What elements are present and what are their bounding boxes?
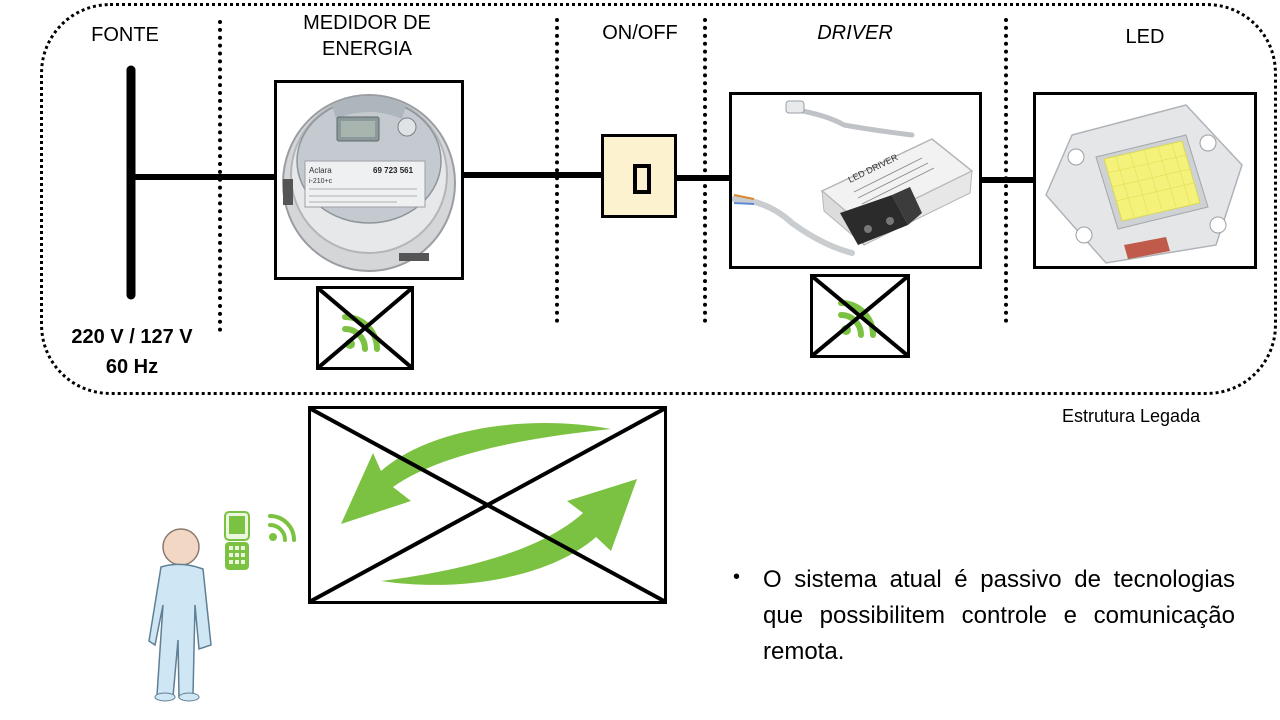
- wiring: [126, 65, 1035, 300]
- wifi-icon: [811, 275, 909, 357]
- meter-wireless-disabled: [316, 286, 414, 370]
- frequency-value: 60 Hz: [105, 356, 159, 378]
- voltage-value: 220 V / 127 V: [71, 326, 193, 348]
- led-image: [1033, 92, 1257, 269]
- person-icon: [148, 528, 212, 702]
- remote-communication-disabled: [308, 406, 667, 604]
- meter-serial: 69 723 561: [373, 166, 414, 175]
- divider-medidor-onoff: [555, 18, 559, 323]
- system-boundary-frame: [40, 3, 1277, 395]
- divider-driver-led: [1004, 18, 1008, 323]
- sync-arrows-icon: [310, 407, 665, 603]
- wifi-icon: [317, 287, 413, 369]
- bullet-marker: •: [733, 566, 741, 588]
- diagram-caption: Estrutura Legada: [1062, 406, 1201, 426]
- meter-brand: Aclara: [309, 166, 332, 175]
- header-medidor: MEDIDOR DE ENERGIA: [303, 12, 431, 60]
- wifi-icon: [268, 514, 296, 542]
- meter-model: i-210+c: [309, 178, 333, 185]
- header-onoff: ON/OFF: [602, 22, 678, 44]
- switch-icon: [601, 134, 677, 218]
- driver-illustration: LED DRIVER: [732, 100, 974, 256]
- switch-lever: [633, 164, 651, 194]
- header-driver: DRIVER: [817, 22, 893, 44]
- meter-illustration: Aclara i-210+c 69 723 561: [282, 94, 456, 272]
- voltage-label: 220 V / 127 V 60 Hz: [42, 322, 222, 382]
- led-driver-image: LED DRIVER: [729, 92, 982, 269]
- smartphone-icon: [224, 511, 250, 570]
- energy-meter-image: Aclara i-210+c 69 723 561: [274, 80, 464, 280]
- led-chip-illustration: [1045, 104, 1243, 264]
- divider-onoff-driver: [703, 18, 707, 323]
- header-led: LED: [1125, 26, 1165, 48]
- bullet-text: O sistema atual é passivo de tecnologias…: [763, 566, 1235, 665]
- header-fonte: FONTE: [91, 24, 159, 46]
- driver-wireless-disabled: [810, 274, 910, 358]
